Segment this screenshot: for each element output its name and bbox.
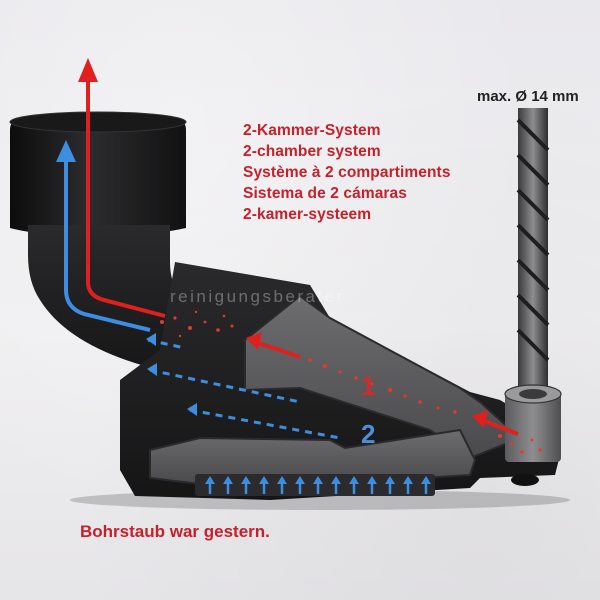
caption-french: Système à 2 compartiments <box>243 164 451 181</box>
caption-german: 2-Kammer-System <box>243 122 381 139</box>
caption-english: 2-chamber system <box>243 143 381 160</box>
upward-airflow-arrows <box>205 476 431 494</box>
suction-cup <box>10 116 186 236</box>
lower-chamber <box>149 428 477 486</box>
drill-guide <box>504 384 562 462</box>
chamber-2-label: 2 <box>361 419 376 449</box>
dust-particles <box>160 310 542 454</box>
suction-cup-rim <box>9 111 187 133</box>
blue-airflow-arrow <box>56 140 151 332</box>
foot <box>511 474 539 486</box>
caption-spanish: Sistema de 2 cámaras <box>243 185 407 202</box>
red-airflow-arrow <box>78 58 166 318</box>
multilingual-caption: 2-Kammer-System 2-chamber system Système… <box>243 120 451 225</box>
caption-dutch: 2-kamer-systeem <box>243 206 372 223</box>
watermark: reinigungsberater <box>170 287 345 306</box>
tagline: Bohrstaub war gestern. <box>80 522 270 541</box>
max-diameter-label: max. Ø 14 mm <box>477 88 579 105</box>
collection-tray <box>195 474 435 496</box>
chamber-1-label: 1 <box>361 371 376 401</box>
red-flow-arrows <box>246 332 519 436</box>
blue-flow-arrows <box>146 333 341 440</box>
drill-bit <box>516 108 550 405</box>
